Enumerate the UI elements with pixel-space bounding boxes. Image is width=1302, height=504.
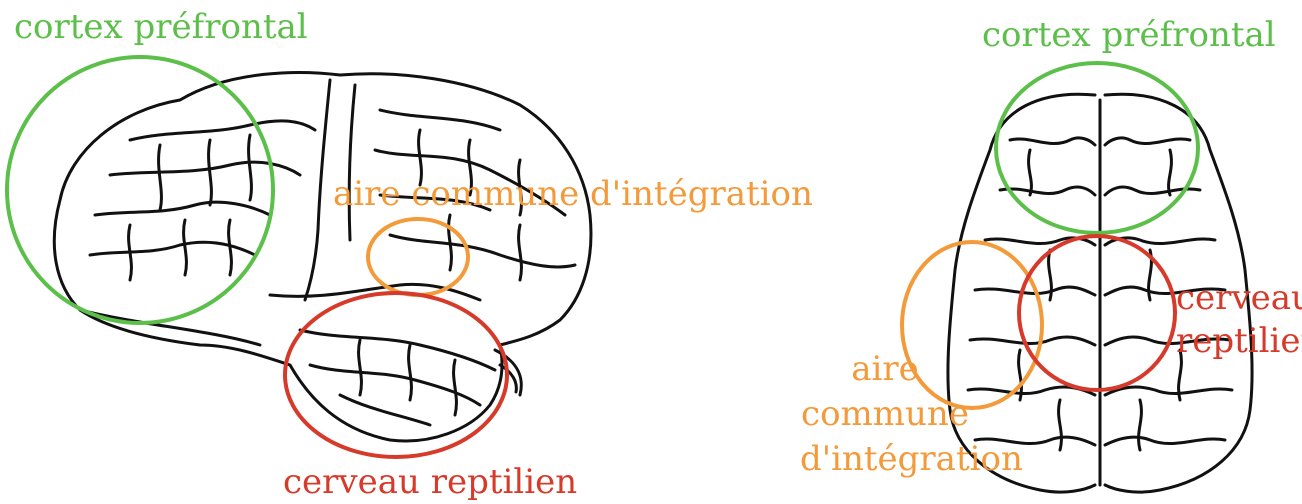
side-prefrontal-label: cortex préfrontal	[14, 10, 308, 44]
top-prefrontal-label: cortex préfrontal	[982, 18, 1276, 52]
side-prefrontal-circle	[7, 57, 273, 323]
top-integration-line-3: d'intégration	[800, 442, 970, 487]
top-reptilian-line-1: cerveau	[1176, 281, 1302, 324]
brain-side-view-icon	[0, 0, 640, 504]
top-integration-line-2: commune	[800, 397, 970, 442]
side-integration-label: aire commune d'intégration	[333, 177, 813, 211]
top-integration-label: aire commune d'intégration	[800, 352, 970, 487]
top-reptilian-circle	[1019, 236, 1175, 390]
side-reptilian-label: cerveau reptilien	[283, 465, 577, 499]
top-reptilian-line-2: reptilien	[1176, 324, 1302, 367]
top-integration-line-1: aire	[800, 352, 970, 397]
top-reptilian-label: cerveau reptilien	[1176, 281, 1302, 367]
top-prefrontal-circle	[996, 63, 1198, 233]
